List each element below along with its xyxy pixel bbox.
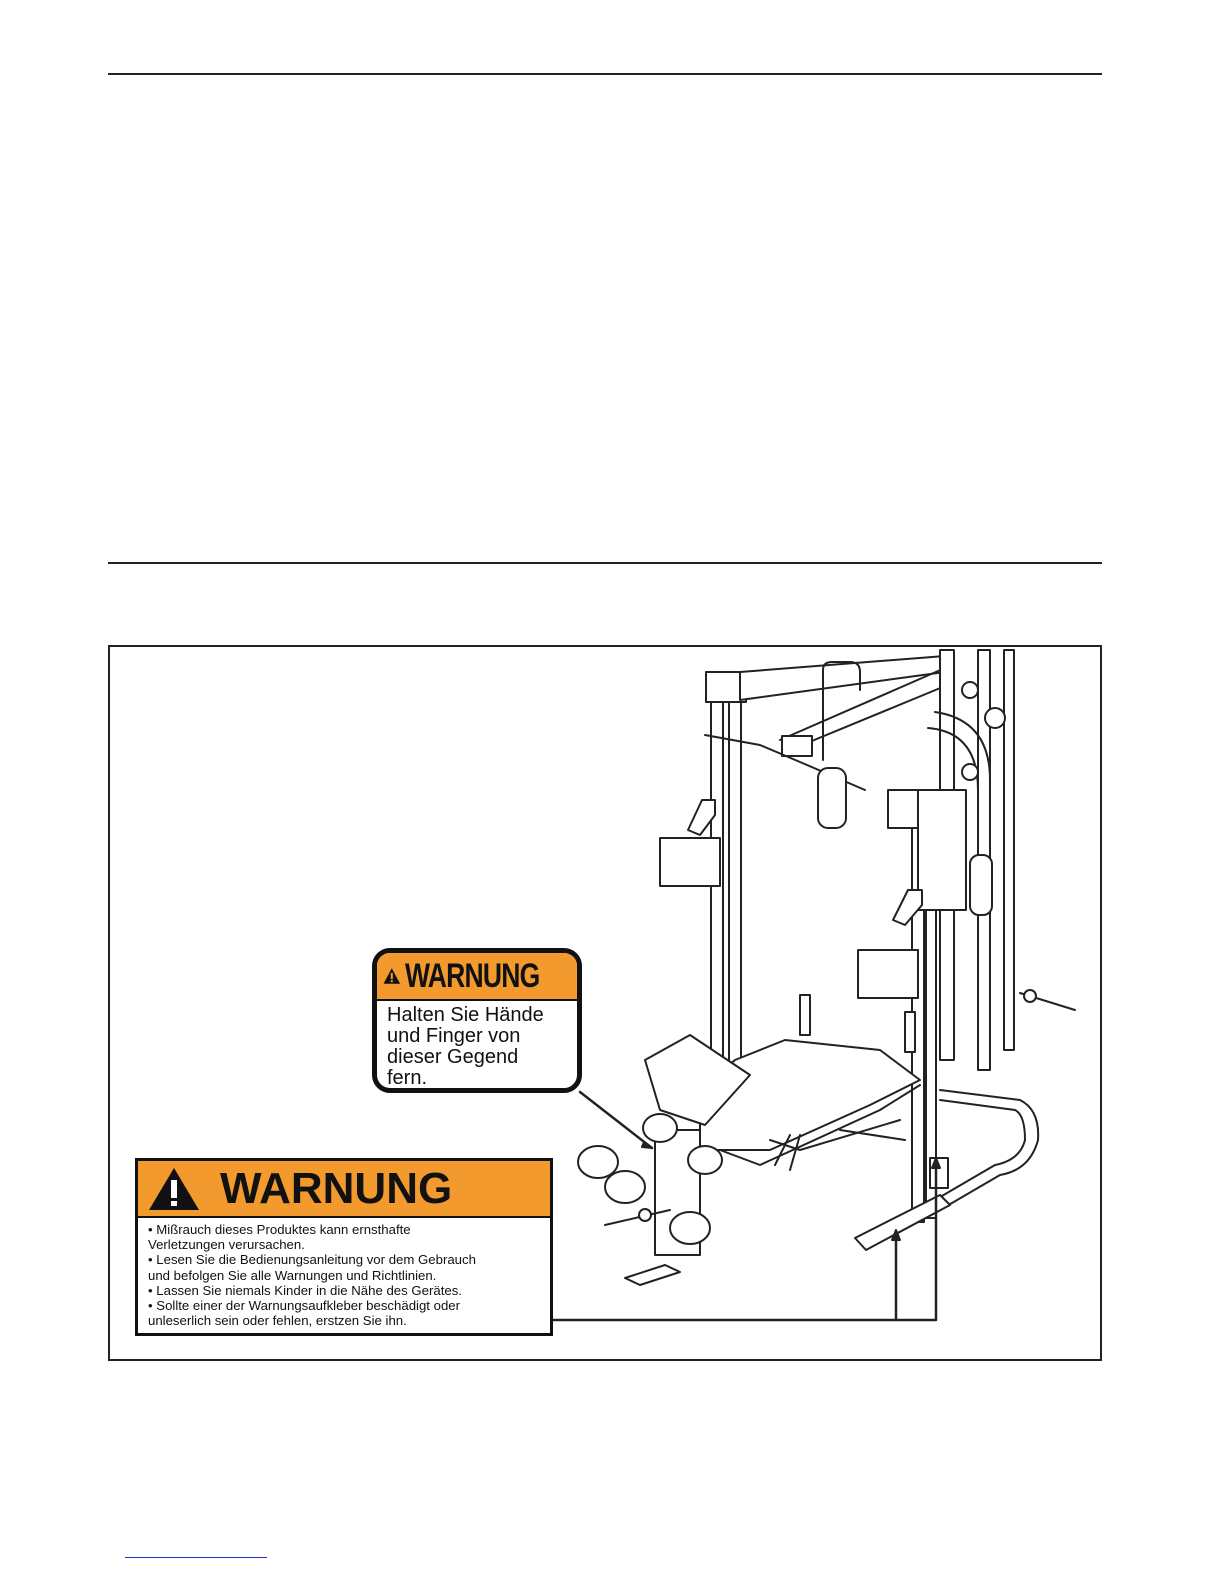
warning-item: • Sollte einer der Warnungsaufkleber bes… <box>148 1298 542 1328</box>
warning-triangle-icon <box>383 968 401 984</box>
warning-item-line: • Mißrauch dieses Produktes kann ernstha… <box>148 1222 411 1237</box>
decal-line: fern. <box>387 1067 428 1089</box>
warning-item: • Mißrauch dieses Produktes kann ernstha… <box>148 1222 542 1252</box>
decal-line: und Finger von <box>387 1025 521 1047</box>
warning-item-line: und befolgen Sie alle Warnungen und Rich… <box>148 1267 437 1283</box>
decal-text: Halten Sie Hände und Finger von dieser G… <box>377 1001 577 1089</box>
warning-item-line: • Lassen Sie niemals Kinder in die Nähe … <box>148 1282 462 1298</box>
warning-item-line: Verletzungen verursachen. <box>148 1237 305 1253</box>
warning-item: • Lassen Sie niemals Kinder in die Nähe … <box>148 1283 542 1298</box>
warning-item-line: • Sollte einer der Warnungsaufkleber bes… <box>148 1298 461 1314</box>
warning-item-line: unleserlich sein oder fehlen, erstzen Si… <box>148 1313 407 1329</box>
decal-header: WARNUNG <box>377 953 577 1001</box>
section-divider <box>108 562 1102 564</box>
warning-list: • Mißrauch dieses Produktes kann ernstha… <box>138 1222 550 1328</box>
warning-item-line: • Lesen Sie die Bedienungsanleitung vor … <box>148 1252 476 1268</box>
decal-line: Halten Sie Hände <box>387 1004 544 1026</box>
label-title: WARNUNG <box>220 1163 453 1213</box>
figure-frame <box>108 645 1102 1361</box>
footer-link-underline <box>125 1557 267 1558</box>
decal-line: dieser Gegend <box>387 1046 519 1068</box>
warning-decal-hands: WARNUNG Halten Sie Hände und Finger von … <box>372 948 582 1093</box>
warning-triangle-icon <box>149 1167 199 1210</box>
warning-item: • Lesen Sie die Bedienungsanleitung vor … <box>148 1252 542 1282</box>
warning-label-general: WARNUNG • Mißrauch dieses Produktes kann… <box>135 1158 553 1336</box>
decal-title: WARNUNG <box>404 956 540 995</box>
top-divider <box>108 73 1102 75</box>
label-header: WARNUNG <box>138 1161 550 1218</box>
